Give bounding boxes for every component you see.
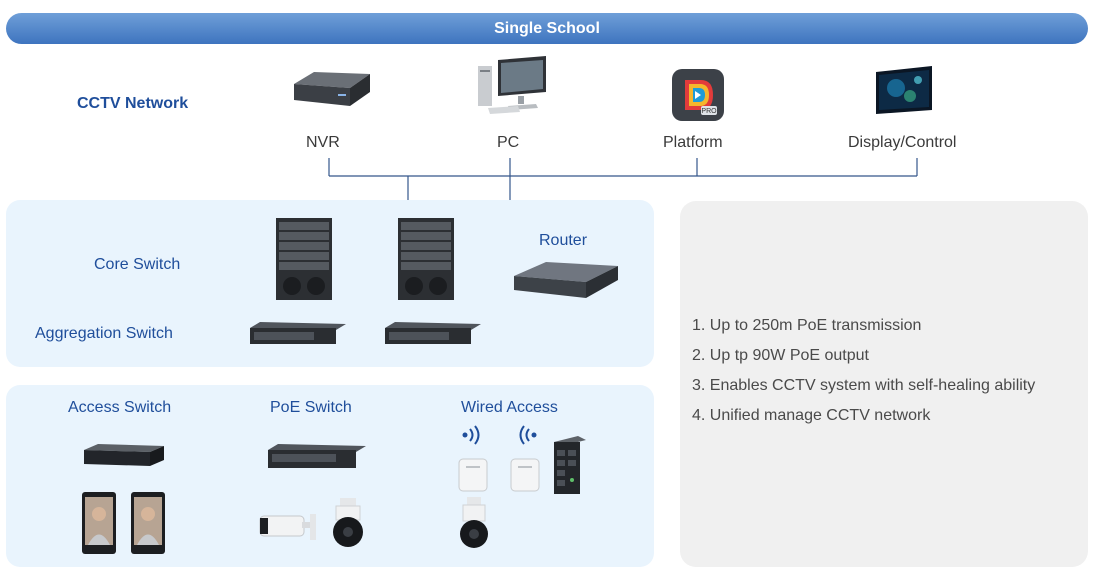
wireless-bridge-icon (510, 458, 540, 492)
wired-access-label: Wired Access (461, 399, 558, 416)
core-switch-chassis-icon (398, 218, 454, 300)
feature-list-item: 3. Enables CCTV system with self-healing… (692, 377, 1036, 394)
device-label-display-control: Display/Control (848, 134, 957, 151)
device-label-nvr: NVR (306, 134, 340, 151)
ptz-dome-camera-icon (331, 498, 365, 550)
network-connection-lines (328, 158, 918, 200)
wireless-signal-icon (461, 425, 483, 445)
device-label-pc: PC (497, 134, 520, 151)
face-recognition-terminal-icon (82, 492, 116, 554)
poe-switch-label: PoE Switch (270, 399, 352, 416)
svg-text:PRO: PRO (701, 108, 717, 115)
wireless-bridge-icon (458, 458, 488, 492)
router-label: Router (539, 232, 588, 249)
features-notes-panel (680, 201, 1088, 567)
feature-list-item: 1. Up to 250m PoE transmission (692, 317, 922, 334)
industrial-switch-icon (548, 436, 588, 496)
ptz-dome-camera-icon (458, 497, 490, 551)
access-switch-icon (82, 442, 166, 470)
video-wall-display-icon (874, 66, 934, 116)
device-label-platform: Platform (663, 134, 723, 151)
core-switch-label: Core Switch (94, 256, 181, 273)
cctv-network-label: CCTV Network (77, 95, 189, 112)
access-switch-label: Access Switch (68, 399, 172, 416)
aggregation-switch-icon (383, 322, 483, 346)
router-icon (510, 258, 620, 304)
banner-title: Single School (494, 20, 600, 37)
desktop-pc-icon (472, 56, 552, 114)
feature-list-item: 2. Up tp 90W PoE output (692, 347, 869, 364)
poe-switch-icon (266, 444, 368, 470)
wireless-signal-icon (516, 425, 538, 445)
face-recognition-terminal-icon (131, 492, 165, 554)
bullet-camera-icon (258, 510, 320, 544)
aggregation-switch-icon (248, 322, 348, 346)
feature-list-item: 4. Unified manage CCTV network (692, 407, 931, 424)
aggregation-switch-label: Aggregation Switch (35, 325, 173, 342)
nvr-recorder-icon (290, 66, 372, 112)
feature-list: 1. Up to 250m PoE transmission 2. Up tp … (692, 315, 1035, 435)
platform-app-icon: PRO (671, 68, 725, 122)
title-banner: Single School (6, 13, 1088, 44)
core-switch-chassis-icon (276, 218, 332, 300)
